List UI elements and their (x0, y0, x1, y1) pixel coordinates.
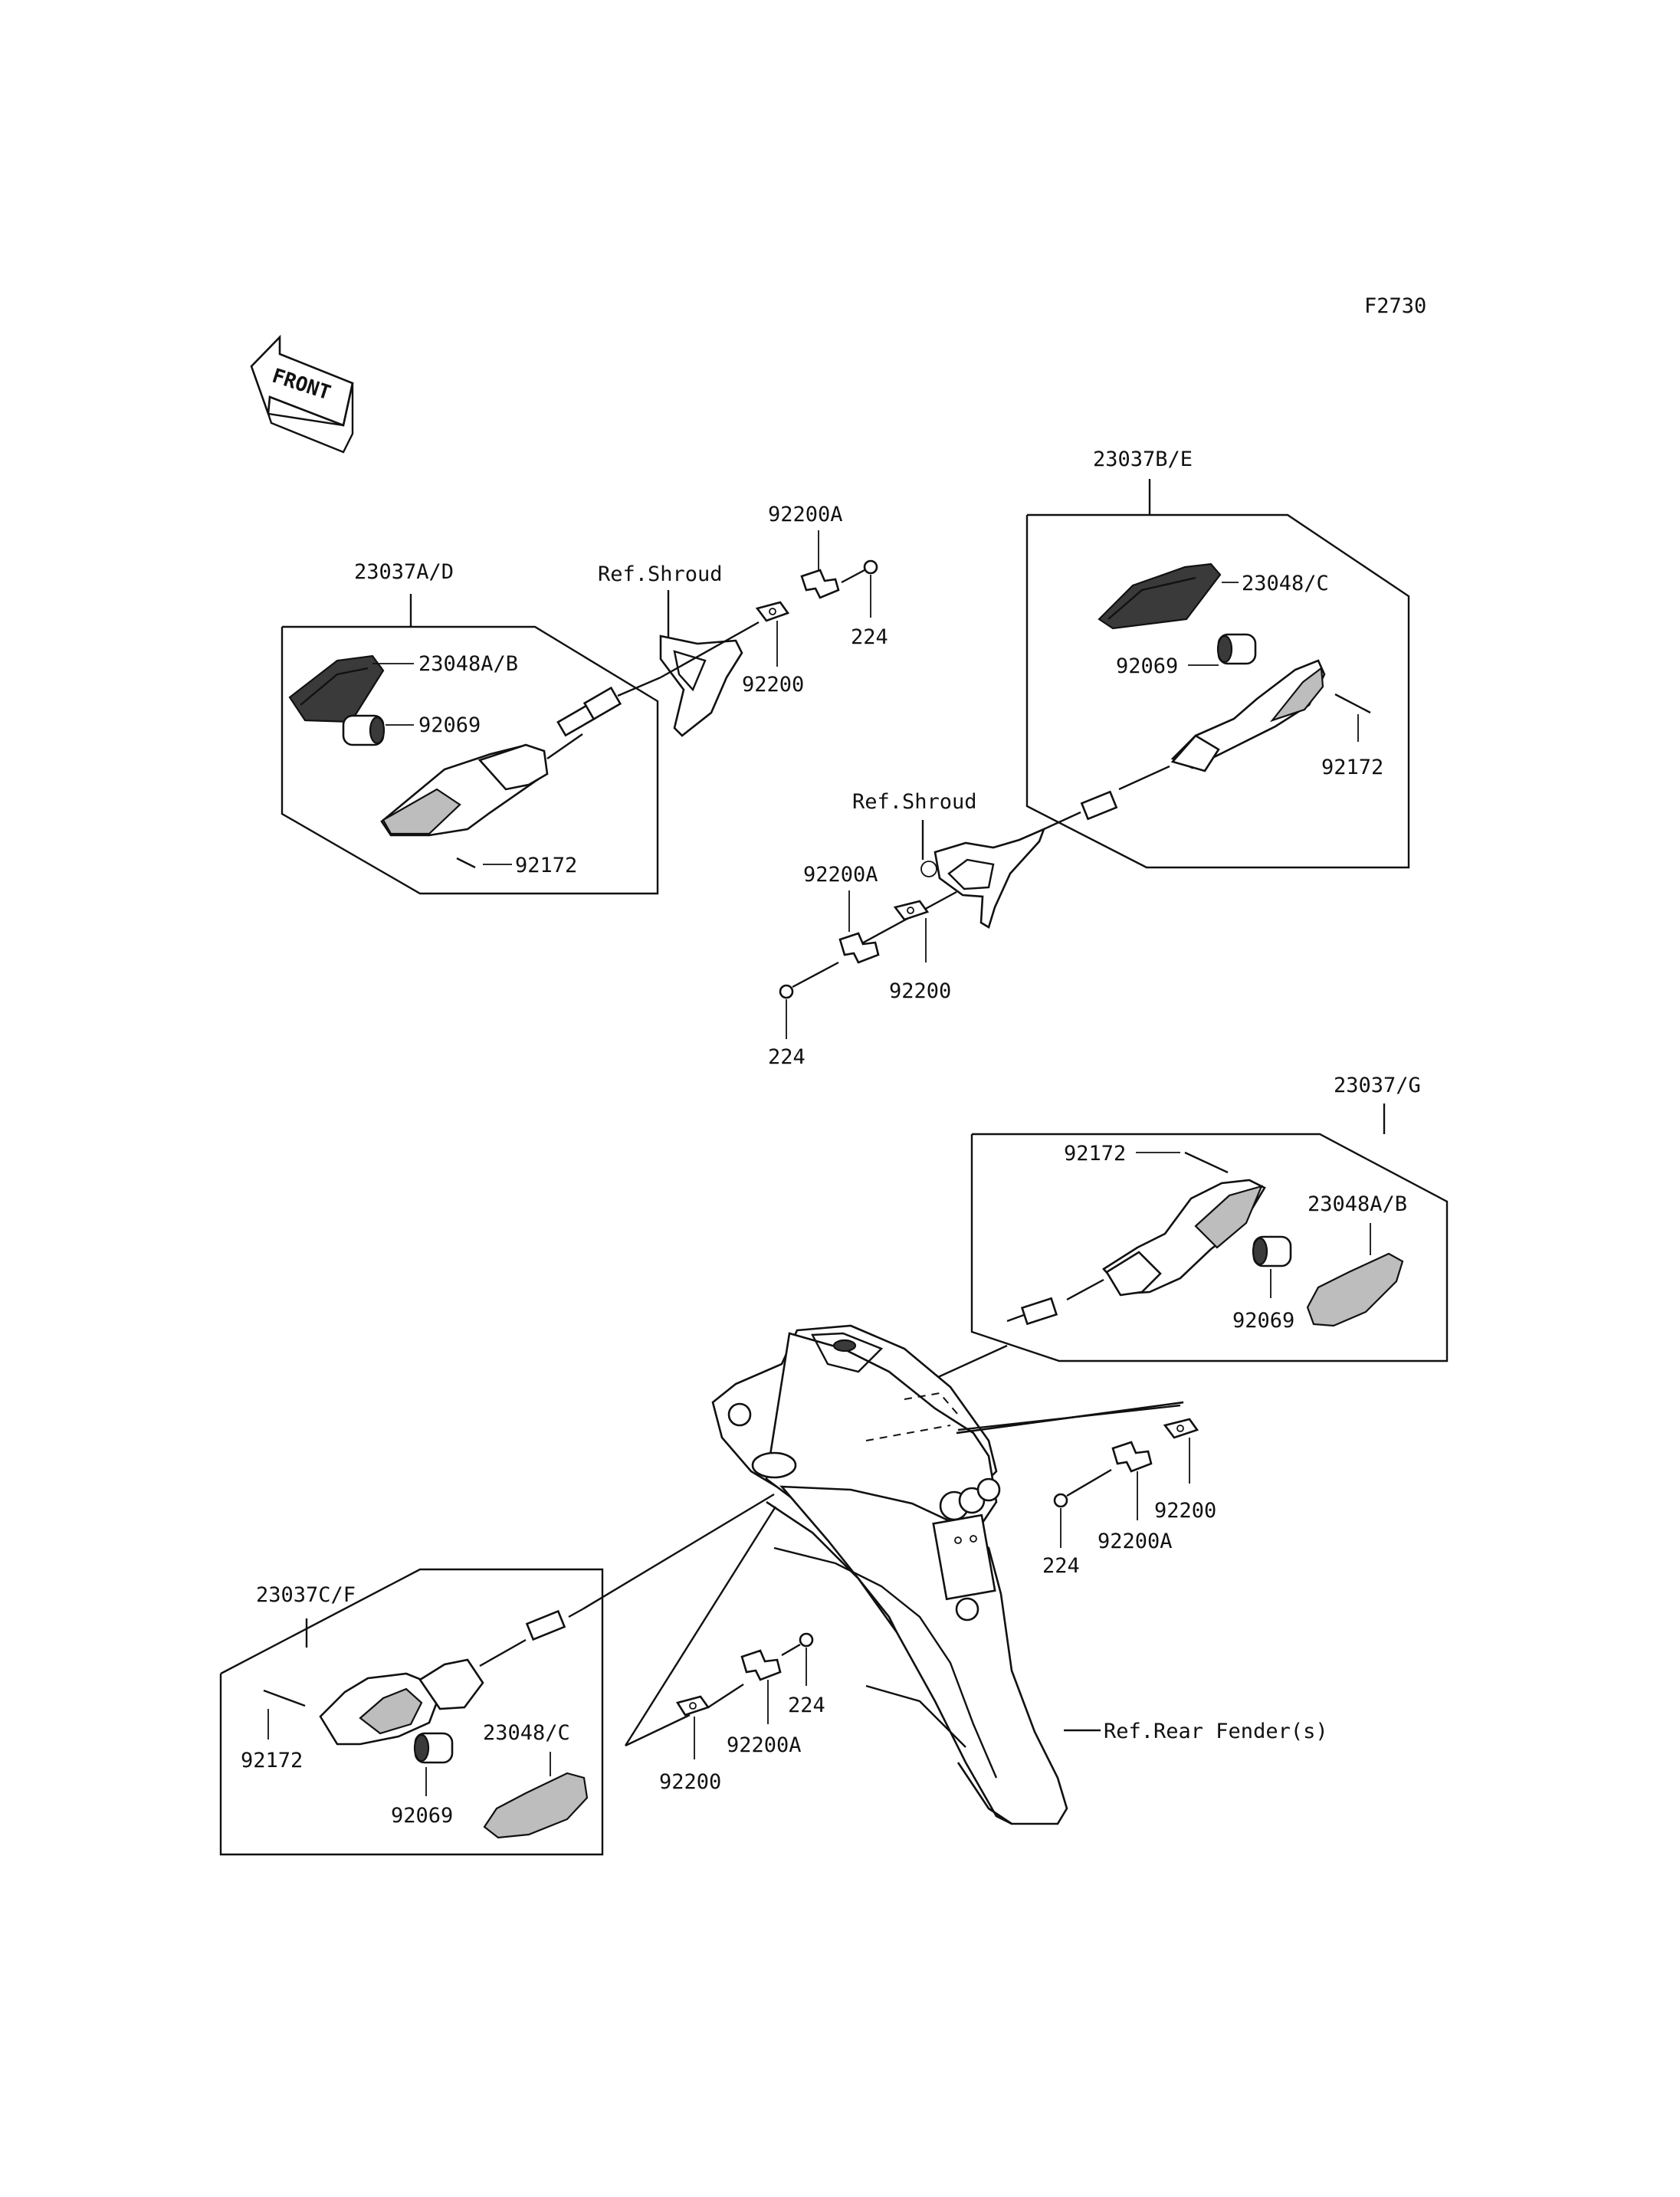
label-92200-top: 92200 (742, 673, 804, 697)
hardware-fender-right: 92200A 92200 224 (956, 1401, 1216, 1578)
label-92172-c: 92172 (1064, 1142, 1126, 1166)
label-224-fender-right: 224 (1042, 1554, 1080, 1578)
label-92172-d: 92172 (241, 1749, 303, 1772)
label-92200a-fender-right: 92200A (1098, 1530, 1173, 1553)
label-92069-a: 92069 (418, 713, 481, 737)
label-23037-g: 23037/G (1334, 1074, 1421, 1097)
label-ref-rear-fender: Ref.Rear Fender(s) (1104, 1720, 1328, 1743)
label-92069-d: 92069 (391, 1804, 453, 1828)
label-92200a-middle: 92200A (803, 863, 878, 887)
assembly-23037b-e: 23037B/E 23048/C 92069 92172 (1025, 448, 1410, 869)
label-92172-b: 92172 (1321, 756, 1383, 779)
ref-shroud-top: Ref.Shroud (598, 562, 760, 737)
label-23037c-f: 23037C/F (256, 1583, 356, 1607)
label-92200a-fender-bottom: 92200A (727, 1733, 802, 1757)
label-23048c-top: 23048/C (1242, 572, 1329, 595)
assembly-23037a-d: 23037A/D 23048A/B 92069 92172 (281, 560, 661, 895)
hardware-middle: 92200A 92200 224 (768, 863, 951, 1069)
hardware-top: 92200A 92200 224 (742, 503, 888, 697)
label-224-middle: 224 (768, 1045, 806, 1069)
label-224-fender-bottom: 224 (788, 1694, 825, 1717)
label-92069-b: 92069 (1116, 654, 1178, 678)
label-23037b-e: 23037B/E (1093, 448, 1193, 471)
diagram-code: F2730 (1364, 294, 1426, 318)
label-23048c-bottom: 23048/C (483, 1721, 570, 1745)
front-arrow-icon: FRONT (250, 334, 354, 454)
label-92200a-top: 92200A (768, 503, 843, 526)
label-224-top: 224 (851, 625, 888, 649)
label-23048a-b-top: 23048A/B (418, 652, 518, 676)
label-ref-shroud-middle: Ref.Shroud (852, 790, 977, 814)
label-92200-middle: 92200 (889, 979, 951, 1003)
label-92069-c: 92069 (1232, 1309, 1294, 1333)
assembly-23037-g: 23037/G 92172 92069 23048A/B (902, 1074, 1449, 1395)
label-23048a-b-right: 23048A/B (1308, 1192, 1407, 1216)
label-92200-fender-right: 92200 (1154, 1499, 1216, 1523)
label-23037a-d: 23037A/D (354, 560, 454, 584)
rear-fender: Ref.Rear Fender(s) (711, 1324, 1328, 1825)
label-92172-a: 92172 (515, 854, 577, 877)
ref-shroud-middle: Ref.Shroud (848, 790, 1046, 952)
label-92200-fender-bottom: 92200 (659, 1770, 721, 1794)
label-ref-shroud-top: Ref.Shroud (598, 562, 723, 586)
assembly-23037c-f: 23037C/F 92172 92069 23048/C (219, 1493, 775, 1856)
hardware-fender-bottom: 92200A 92200 224 (624, 1506, 825, 1794)
